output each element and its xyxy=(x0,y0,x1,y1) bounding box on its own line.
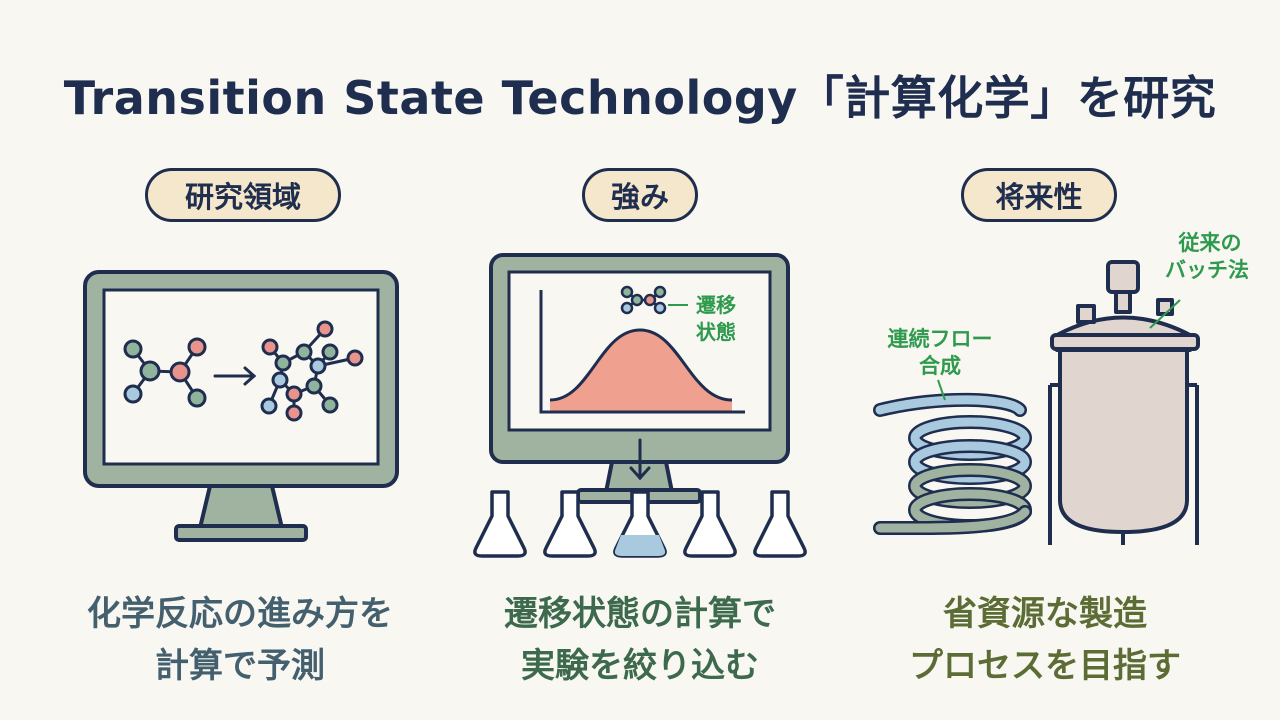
flask-icon xyxy=(753,490,807,558)
heading-strength: 強み xyxy=(582,168,698,222)
caption-line: 省資源な製造 xyxy=(943,594,1147,634)
heading-future: 将来性 xyxy=(961,168,1117,222)
page-title: Transition State Technology「計算化学」を研究 xyxy=(63,71,1217,125)
caption-line: 計算で予測 xyxy=(155,646,325,686)
caption-research-area: 化学反応の進み方を 計算で予測 xyxy=(30,588,450,692)
molecule-reactant-icon xyxy=(123,337,207,408)
flask-icon xyxy=(473,490,527,558)
flask-icon xyxy=(543,490,597,558)
batch-label-line2: バッチ法 xyxy=(1165,258,1249,282)
caption-future: 省資源な製造 プロセスを目指す xyxy=(840,588,1250,692)
monitor-research xyxy=(83,270,399,542)
flask-icon xyxy=(683,490,737,558)
transition-molecule-icon xyxy=(620,285,667,315)
caption-line: 遷移状態の計算で xyxy=(504,594,776,634)
down-arrow-icon xyxy=(629,438,651,481)
flow-label-line1: 連続フロー xyxy=(888,327,993,351)
caption-line: 実験を絞り込む xyxy=(521,646,759,686)
peak-label-line1: 遷移 xyxy=(696,293,736,317)
caption-strength: 遷移状態の計算で 実験を絞り込む xyxy=(440,588,840,692)
batch-label-line1: 従来の xyxy=(1178,231,1242,255)
molecule-product-icon xyxy=(260,320,364,422)
flask-row xyxy=(473,490,807,558)
caption-line: 化学反応の進み方を xyxy=(87,594,393,634)
peak-label-line2: 状態 xyxy=(696,320,736,344)
flow-label-line2: 合成 xyxy=(919,354,961,378)
caption-line: プロセスを目指す xyxy=(909,646,1181,686)
flow-leader-line xyxy=(937,379,946,401)
batch-leader-line xyxy=(1149,299,1181,329)
heading-research-area: 研究領域 xyxy=(145,168,341,222)
energy-curve-icon xyxy=(539,290,745,414)
flow-coil-icon xyxy=(873,392,1032,536)
reaction-arrow-icon xyxy=(213,366,257,386)
